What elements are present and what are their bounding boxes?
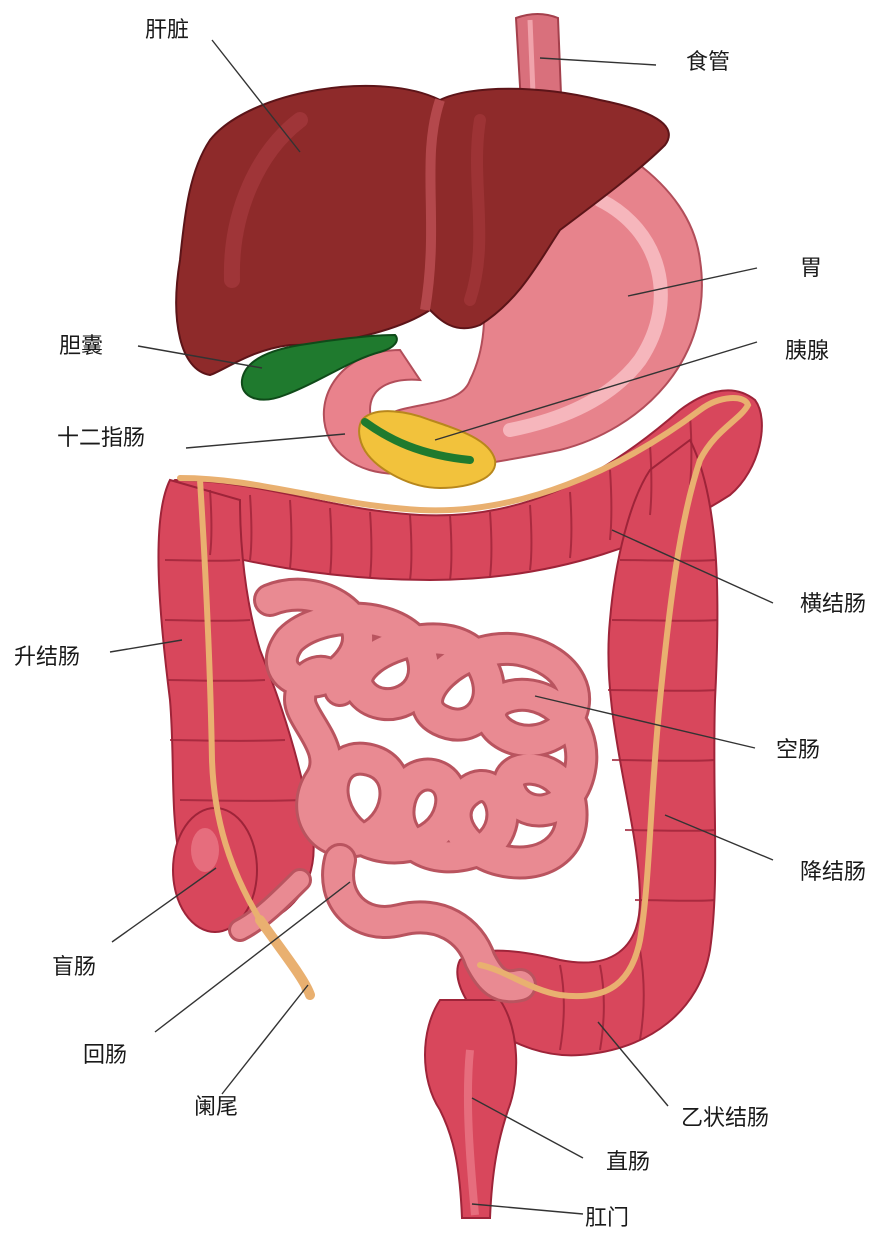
label-stomach: 胃 — [800, 258, 822, 280]
label-anus: 肛门 — [585, 1208, 629, 1230]
label-jejunum: 空肠 — [776, 740, 820, 762]
label-gallbladder: 胆囊 — [59, 336, 103, 358]
label-transverse-colon: 横结肠 — [800, 594, 866, 616]
leader-duodenum — [186, 434, 345, 448]
label-appendix: 阑尾 — [194, 1097, 238, 1119]
cecum-shape — [173, 808, 257, 932]
label-rectum: 直肠 — [606, 1152, 650, 1174]
label-ascending-colon: 升结肠 — [14, 647, 80, 669]
label-pancreas: 胰腺 — [785, 341, 829, 363]
leader-appendix — [222, 985, 308, 1094]
label-liver: 肝脏 — [145, 20, 189, 42]
label-ileum: 回肠 — [83, 1045, 127, 1067]
label-descending-colon: 降结肠 — [800, 862, 866, 884]
label-esophagus: 食管 — [686, 52, 730, 74]
label-cecum: 盲肠 — [52, 957, 96, 979]
label-sigmoid-colon: 乙状结肠 — [681, 1108, 769, 1130]
label-duodenum: 十二指肠 — [57, 428, 145, 450]
